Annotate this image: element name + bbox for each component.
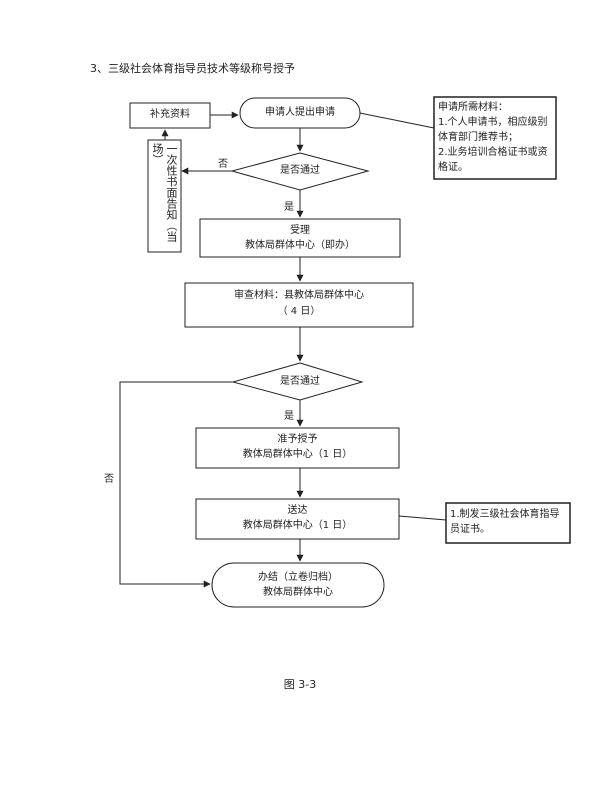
connector-apply-to-materials: [359, 112, 435, 129]
materials-item-1: 1.个人申请书，相应级别体育部门推荐书；: [438, 117, 548, 143]
deliver-dept: 教体局群体中心（1 日）: [242, 520, 353, 531]
check1-label: 是否通过: [280, 165, 320, 176]
review-title: 审查材料：县教体局群体中心: [234, 290, 364, 301]
review-duration: （ 4 日）: [277, 306, 321, 317]
edge-label-yes-2: 是: [284, 411, 294, 422]
edge-label-no-2: 否: [104, 474, 114, 485]
edge-label-no-1: 否: [218, 159, 228, 170]
section-heading: 3、三级社会体育指导员技术等级称号授予: [90, 62, 295, 75]
materials-title: 申请所需材料：: [438, 102, 508, 113]
arrow-check2-no: [119, 381, 233, 588]
accept-box: [199, 218, 401, 258]
grant-box: [195, 427, 400, 469]
supplement-label: 补充资料: [150, 109, 190, 120]
connector-deliver-to-certificate: [398, 515, 447, 521]
certificate-note: 1.制发三级社会体育指导员证书。: [450, 509, 560, 535]
edge-label-yes-1: 是: [284, 202, 294, 213]
deliver-box: [195, 498, 400, 540]
deliver-title: 送达: [287, 505, 308, 516]
review-box: [184, 282, 414, 328]
apply-label: 申请人提出申请: [265, 107, 335, 118]
accept-dept: 教体局群体中心（即办）: [245, 240, 355, 251]
materials-note: 申请所需材料： 1.个人申请书，相应级别体育部门推荐书； 2.业务培训合格证书或…: [438, 100, 552, 175]
figure-caption: 图 3-3: [283, 678, 317, 691]
notice-box: [147, 139, 182, 253]
finish-title: 办结（立卷归档）: [258, 572, 338, 583]
accept-title: 受理: [290, 225, 310, 236]
certificate-note-box: [445, 502, 571, 544]
materials-item-2: 2.业务培训合格证书或资格证。: [438, 147, 548, 173]
materials-note-box: [433, 96, 557, 180]
check2-label: 是否通过: [280, 376, 320, 387]
finish-dept: 教体局群体中心: [263, 587, 333, 598]
grant-dept: 教体局群体中心（1 日）: [242, 449, 353, 460]
grant-title: 准予授予: [277, 434, 318, 445]
finish-terminal: [211, 562, 385, 608]
one-time-notice-label: 一次性书面告知（当场）: [151, 143, 178, 242]
